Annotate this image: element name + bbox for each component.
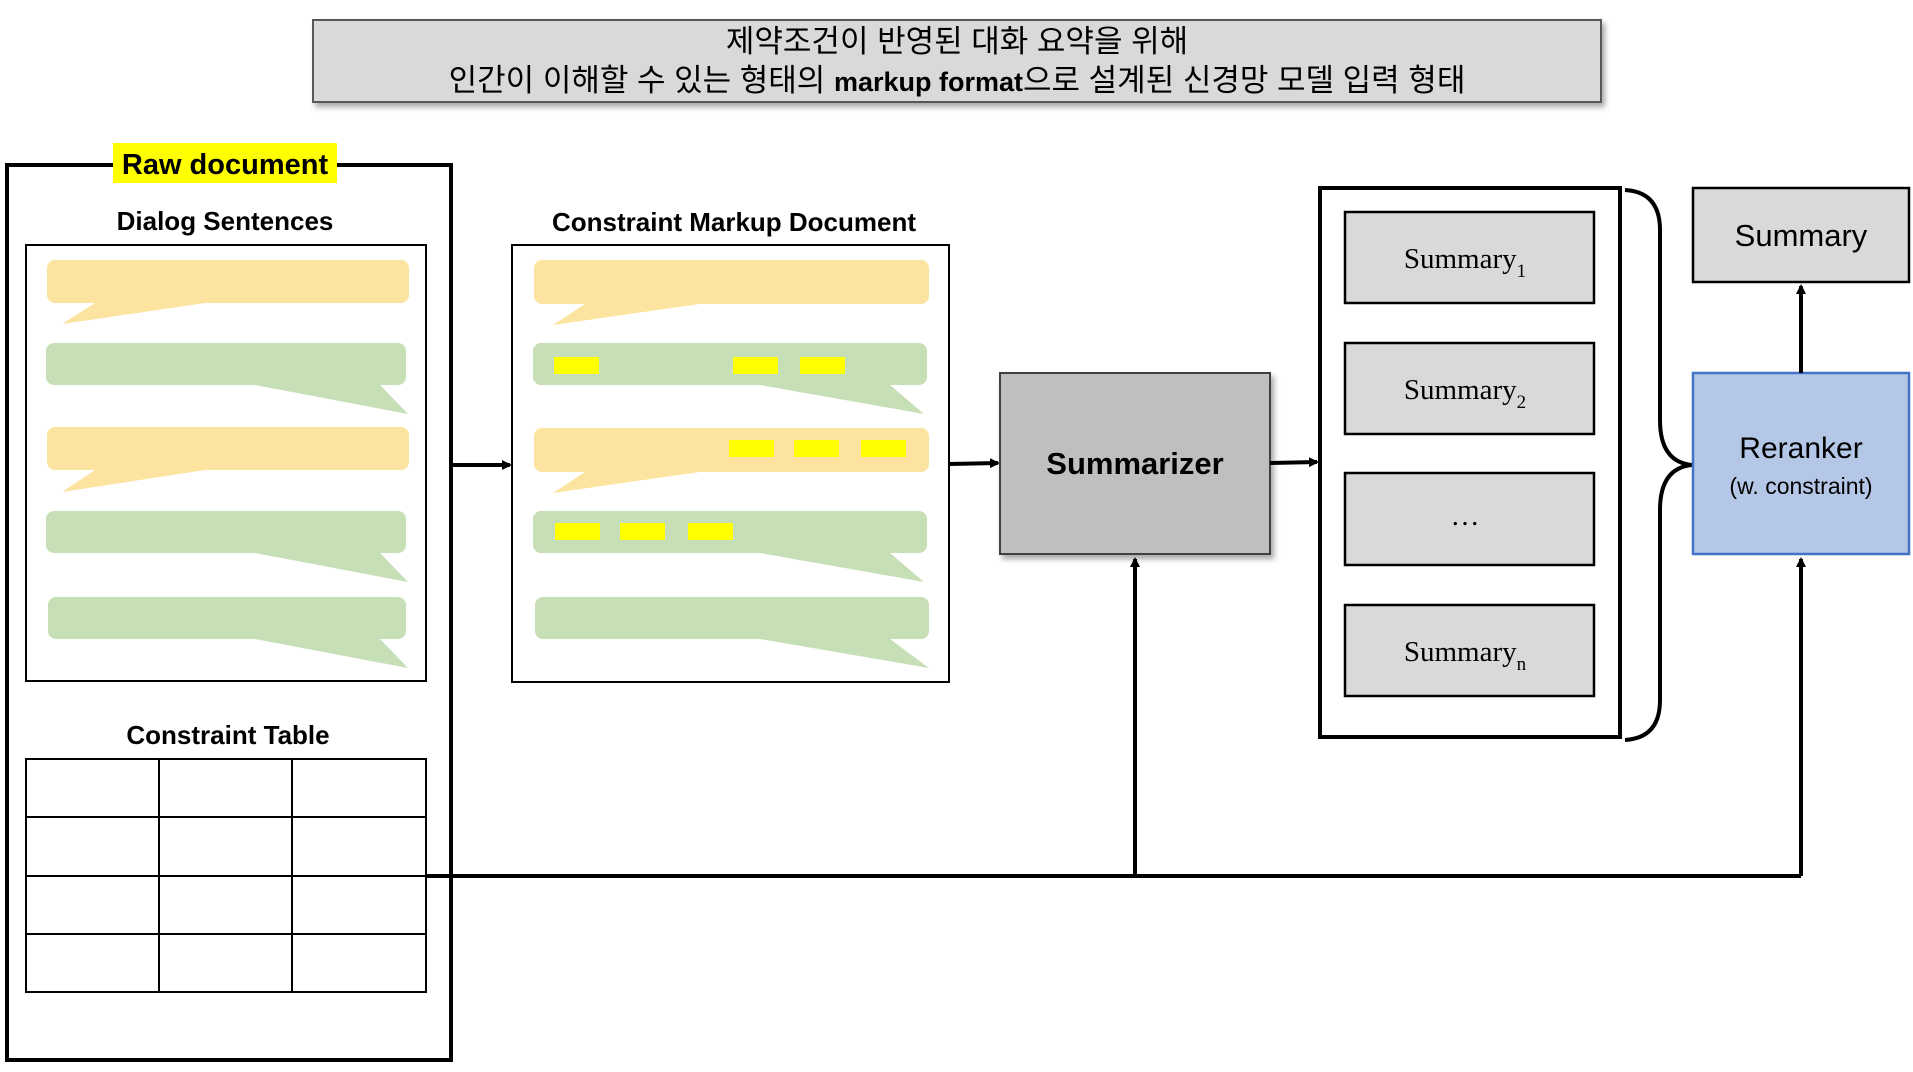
candidate-summary-ellipsis: … bbox=[1343, 471, 1596, 567]
constraint-highlight bbox=[861, 440, 906, 457]
title-markup-term: markup format bbox=[834, 67, 1023, 97]
candidate-summary-2: Summary2 bbox=[1343, 341, 1596, 436]
raw-document-label-highlight bbox=[113, 143, 337, 183]
dialog-bubble bbox=[534, 428, 929, 493]
constraint-highlight bbox=[555, 523, 600, 540]
dialog-sentences-title: Dialog Sentences bbox=[117, 206, 334, 236]
constraint-feed-connector bbox=[426, 557, 1806, 878]
dialog-bubble bbox=[533, 343, 927, 414]
output-summary-label: Summary bbox=[1735, 218, 1868, 253]
constraint-highlight bbox=[729, 440, 774, 457]
dialog-bubble bbox=[533, 511, 927, 582]
dialog-bubble bbox=[534, 260, 929, 325]
reranker-sublabel: (w. constraint) bbox=[1729, 473, 1872, 499]
svg-text:…: … bbox=[1451, 500, 1480, 532]
constraint-highlight bbox=[794, 440, 839, 457]
arrow-summarizer-to-candidates bbox=[1269, 457, 1319, 468]
title-banner: 제약조건이 반영된 대화 요약을 위해 인간이 이해할 수 있는 형태의 mar… bbox=[312, 19, 1602, 103]
constraint-highlight bbox=[554, 357, 599, 374]
dialog-bubbles-raw bbox=[46, 260, 409, 668]
constraint-highlight bbox=[688, 523, 733, 540]
summarizer-node: Summarizer bbox=[999, 372, 1271, 555]
title-line-1: 제약조건이 반영된 대화 요약을 위해 bbox=[726, 24, 1188, 59]
constraint-highlight bbox=[620, 523, 665, 540]
candidate-summaries-panel: Summary1 Summary2 … Summaryn bbox=[1318, 186, 1622, 739]
output-summary-node: Summary bbox=[1691, 186, 1911, 284]
dialog-bubbles-marked bbox=[533, 260, 929, 668]
dialog-bubble bbox=[47, 260, 409, 324]
constraint-highlight bbox=[800, 357, 845, 374]
constraint-highlight bbox=[733, 357, 778, 374]
constraint-table-title: Constraint Table bbox=[126, 720, 329, 750]
raw-document-panel: Raw document Dialog Sentences bbox=[5, 143, 453, 1062]
dialog-bubble bbox=[48, 597, 408, 668]
title-line-2: 인간이 이해할 수 있는 형태의 markup format으로 설계된 신경망… bbox=[449, 63, 1466, 98]
dialog-bubble bbox=[535, 597, 929, 668]
arrow-markup-to-summarizer bbox=[948, 458, 1000, 469]
reranker-label: Reranker bbox=[1739, 432, 1862, 465]
markup-document-panel: Constraint Markup Document bbox=[511, 207, 950, 683]
constraint-table bbox=[25, 758, 427, 993]
summarizer-label: Summarizer bbox=[1046, 446, 1223, 481]
grouping-brace bbox=[1624, 188, 1693, 742]
dialog-bubble bbox=[46, 511, 408, 582]
svg-text:Summary2: Summary2 bbox=[1404, 374, 1526, 413]
dialog-bubble bbox=[46, 343, 408, 414]
candidate-summary-n: Summaryn bbox=[1343, 603, 1596, 698]
svg-text:Summary1: Summary1 bbox=[1404, 243, 1526, 282]
markup-document-title: Constraint Markup Document bbox=[552, 207, 916, 237]
reranker-node: Reranker (w. constraint) bbox=[1691, 371, 1911, 556]
raw-document-label: Raw document bbox=[122, 149, 329, 181]
svg-text:Summaryn: Summaryn bbox=[1404, 636, 1527, 675]
candidate-summary-1: Summary1 bbox=[1343, 210, 1596, 305]
dialog-bubble bbox=[47, 427, 409, 492]
